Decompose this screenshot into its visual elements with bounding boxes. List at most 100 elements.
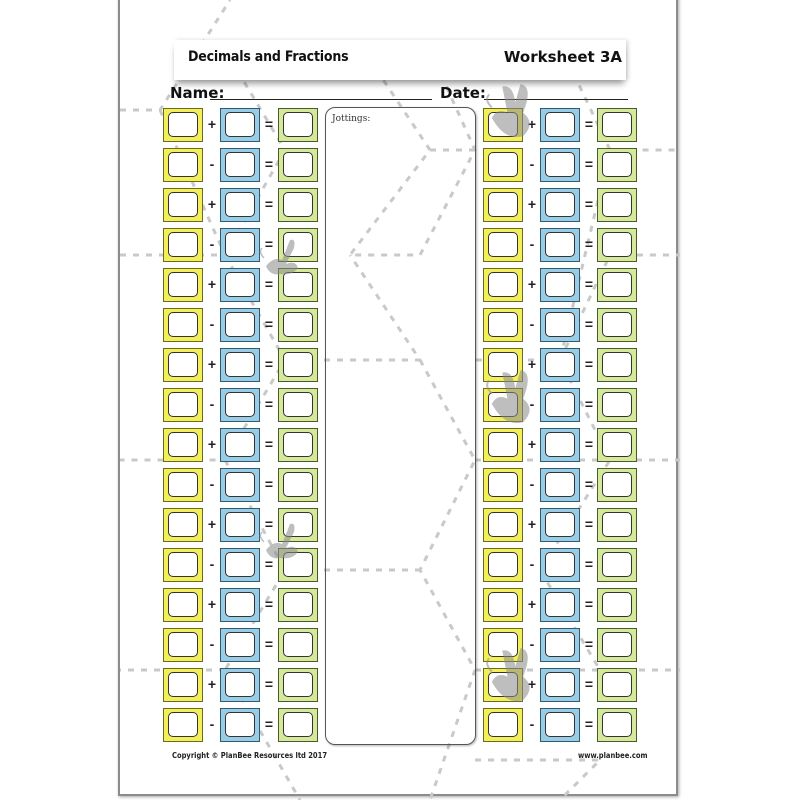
- first-number-box-input-area[interactable]: [488, 312, 518, 337]
- first-number-box-input-area[interactable]: [168, 632, 198, 657]
- answer-box-input-area[interactable]: [602, 592, 632, 617]
- answer-box-input-area[interactable]: [602, 232, 632, 257]
- second-number-box-input-area[interactable]: [225, 392, 255, 417]
- first-number-box[interactable]: [163, 428, 203, 462]
- answer-box-input-area[interactable]: [283, 712, 313, 737]
- answer-box-input-area[interactable]: [283, 432, 313, 457]
- second-number-box-input-area[interactable]: [545, 112, 575, 137]
- second-number-box[interactable]: [220, 148, 260, 182]
- first-number-box-input-area[interactable]: [168, 112, 198, 137]
- answer-box-input-area[interactable]: [283, 392, 313, 417]
- first-number-box-input-area[interactable]: [488, 432, 518, 457]
- second-number-box[interactable]: [220, 548, 260, 582]
- answer-box[interactable]: [278, 428, 318, 462]
- first-number-box[interactable]: [163, 348, 203, 382]
- second-number-box-input-area[interactable]: [545, 632, 575, 657]
- first-number-box[interactable]: [483, 428, 523, 462]
- answer-box-input-area[interactable]: [283, 352, 313, 377]
- answer-box-input-area[interactable]: [602, 192, 632, 217]
- second-number-box-input-area[interactable]: [545, 512, 575, 537]
- answer-box-input-area[interactable]: [283, 152, 313, 177]
- answer-box-input-area[interactable]: [283, 472, 313, 497]
- answer-box[interactable]: [278, 668, 318, 702]
- first-number-box[interactable]: [483, 228, 523, 262]
- first-number-box-input-area[interactable]: [488, 232, 518, 257]
- answer-box[interactable]: [597, 668, 637, 702]
- answer-box[interactable]: [597, 308, 637, 342]
- first-number-box[interactable]: [163, 508, 203, 542]
- second-number-box-input-area[interactable]: [225, 192, 255, 217]
- answer-box[interactable]: [597, 548, 637, 582]
- first-number-box[interactable]: [483, 708, 523, 742]
- answer-box-input-area[interactable]: [602, 472, 632, 497]
- first-number-box-input-area[interactable]: [168, 672, 198, 697]
- answer-box[interactable]: [597, 428, 637, 462]
- jottings-panel[interactable]: Jottings:: [325, 107, 476, 745]
- second-number-box-input-area[interactable]: [545, 192, 575, 217]
- first-number-box-input-area[interactable]: [488, 192, 518, 217]
- name-field-line[interactable]: [210, 99, 432, 100]
- answer-box[interactable]: [597, 108, 637, 142]
- first-number-box-input-area[interactable]: [168, 152, 198, 177]
- second-number-box[interactable]: [220, 668, 260, 702]
- answer-box-input-area[interactable]: [283, 272, 313, 297]
- second-number-box[interactable]: [540, 348, 580, 382]
- answer-box-input-area[interactable]: [602, 272, 632, 297]
- second-number-box-input-area[interactable]: [545, 672, 575, 697]
- second-number-box[interactable]: [540, 428, 580, 462]
- first-number-box-input-area[interactable]: [168, 272, 198, 297]
- answer-box-input-area[interactable]: [602, 632, 632, 657]
- second-number-box-input-area[interactable]: [225, 552, 255, 577]
- second-number-box-input-area[interactable]: [225, 512, 255, 537]
- answer-box[interactable]: [278, 148, 318, 182]
- second-number-box[interactable]: [540, 148, 580, 182]
- answer-box[interactable]: [597, 388, 637, 422]
- answer-box[interactable]: [278, 388, 318, 422]
- first-number-box[interactable]: [163, 268, 203, 302]
- second-number-box-input-area[interactable]: [545, 272, 575, 297]
- first-number-box[interactable]: [483, 348, 523, 382]
- second-number-box-input-area[interactable]: [225, 672, 255, 697]
- first-number-box[interactable]: [163, 548, 203, 582]
- first-number-box[interactable]: [483, 148, 523, 182]
- answer-box[interactable]: [278, 108, 318, 142]
- second-number-box-input-area[interactable]: [545, 392, 575, 417]
- first-number-box-input-area[interactable]: [168, 592, 198, 617]
- answer-box-input-area[interactable]: [602, 112, 632, 137]
- first-number-box[interactable]: [163, 628, 203, 662]
- second-number-box-input-area[interactable]: [545, 552, 575, 577]
- answer-box-input-area[interactable]: [602, 512, 632, 537]
- second-number-box-input-area[interactable]: [545, 352, 575, 377]
- first-number-box[interactable]: [483, 268, 523, 302]
- first-number-box-input-area[interactable]: [488, 552, 518, 577]
- second-number-box[interactable]: [220, 468, 260, 502]
- second-number-box-input-area[interactable]: [545, 232, 575, 257]
- second-number-box[interactable]: [540, 588, 580, 622]
- second-number-box-input-area[interactable]: [225, 432, 255, 457]
- answer-box[interactable]: [278, 628, 318, 662]
- first-number-box[interactable]: [163, 708, 203, 742]
- first-number-box-input-area[interactable]: [168, 192, 198, 217]
- first-number-box-input-area[interactable]: [168, 472, 198, 497]
- second-number-box-input-area[interactable]: [225, 272, 255, 297]
- answer-box-input-area[interactable]: [602, 352, 632, 377]
- second-number-box[interactable]: [220, 188, 260, 222]
- first-number-box-input-area[interactable]: [488, 152, 518, 177]
- second-number-box[interactable]: [220, 388, 260, 422]
- second-number-box[interactable]: [540, 108, 580, 142]
- second-number-box[interactable]: [220, 708, 260, 742]
- second-number-box-input-area[interactable]: [545, 312, 575, 337]
- second-number-box[interactable]: [220, 348, 260, 382]
- first-number-box[interactable]: [483, 588, 523, 622]
- second-number-box-input-area[interactable]: [545, 712, 575, 737]
- second-number-box-input-area[interactable]: [545, 592, 575, 617]
- first-number-box[interactable]: [483, 508, 523, 542]
- first-number-box[interactable]: [163, 668, 203, 702]
- second-number-box[interactable]: [220, 588, 260, 622]
- first-number-box[interactable]: [163, 308, 203, 342]
- answer-box[interactable]: [597, 708, 637, 742]
- second-number-box-input-area[interactable]: [225, 232, 255, 257]
- first-number-box[interactable]: [163, 388, 203, 422]
- answer-box[interactable]: [278, 588, 318, 622]
- date-field-line[interactable]: [484, 99, 628, 100]
